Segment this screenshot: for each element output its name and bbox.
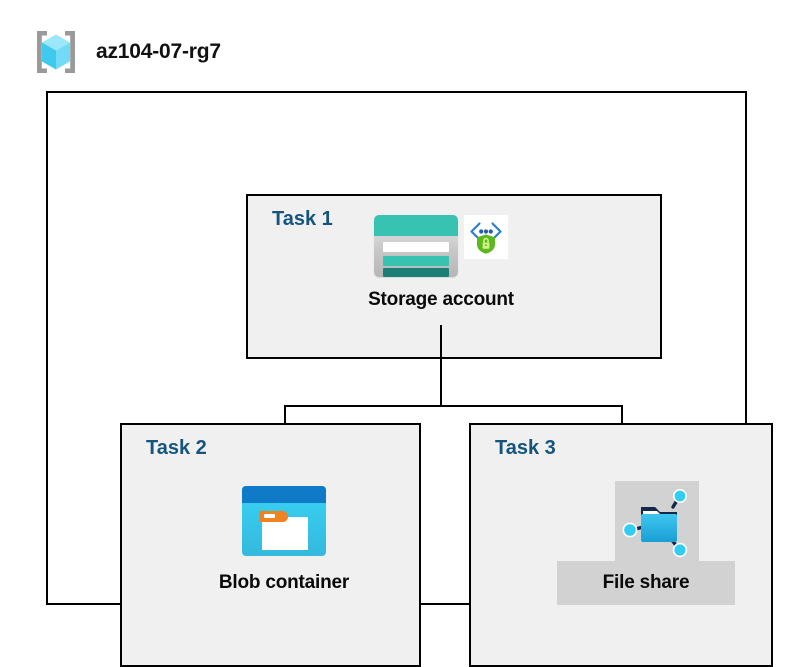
file-share-icon-plate — [615, 481, 699, 565]
blob-container-caption: Blob container — [218, 572, 350, 593]
node-blob-container: Blob container — [200, 486, 368, 594]
security-shield-lock-icon — [464, 215, 508, 259]
blob-container-icon-page — [262, 517, 308, 550]
storage-icon-row — [374, 215, 508, 277]
resource-group-name: az104-07-rg7 — [96, 40, 221, 63]
node-file-share: File share — [557, 481, 735, 605]
storage-account-icon-bar-white — [383, 242, 449, 252]
connector-horizontal-bus — [284, 405, 623, 407]
resource-group-header: az104-07-rg7 — [30, 26, 221, 78]
file-share-caption: File share — [602, 572, 690, 593]
storage-account-caption: Storage account — [368, 289, 514, 310]
resource-group-cube-icon — [30, 26, 82, 78]
node-storage-account: Storage account — [336, 215, 546, 311]
blob-container-icon — [242, 486, 326, 556]
storage-account-icon — [374, 215, 458, 277]
resource-group-boundary: Task 1 — [46, 91, 773, 667]
connector-storage-stem — [440, 325, 442, 407]
task-1-label: Task 1 — [272, 208, 333, 230]
storage-account-icon-header — [374, 215, 458, 236]
storage-account-icon-bar-teal — [383, 256, 449, 266]
blob-container-icon-header — [242, 486, 326, 503]
file-share-folder-icon — [622, 489, 688, 558]
task-3-label: Task 3 — [495, 437, 556, 459]
file-share-caption-plate: File share — [557, 561, 735, 605]
blob-container-icon-tab — [259, 511, 288, 522]
storage-account-icon-bar-dark-teal — [383, 268, 449, 277]
task-2-label: Task 2 — [146, 437, 207, 459]
